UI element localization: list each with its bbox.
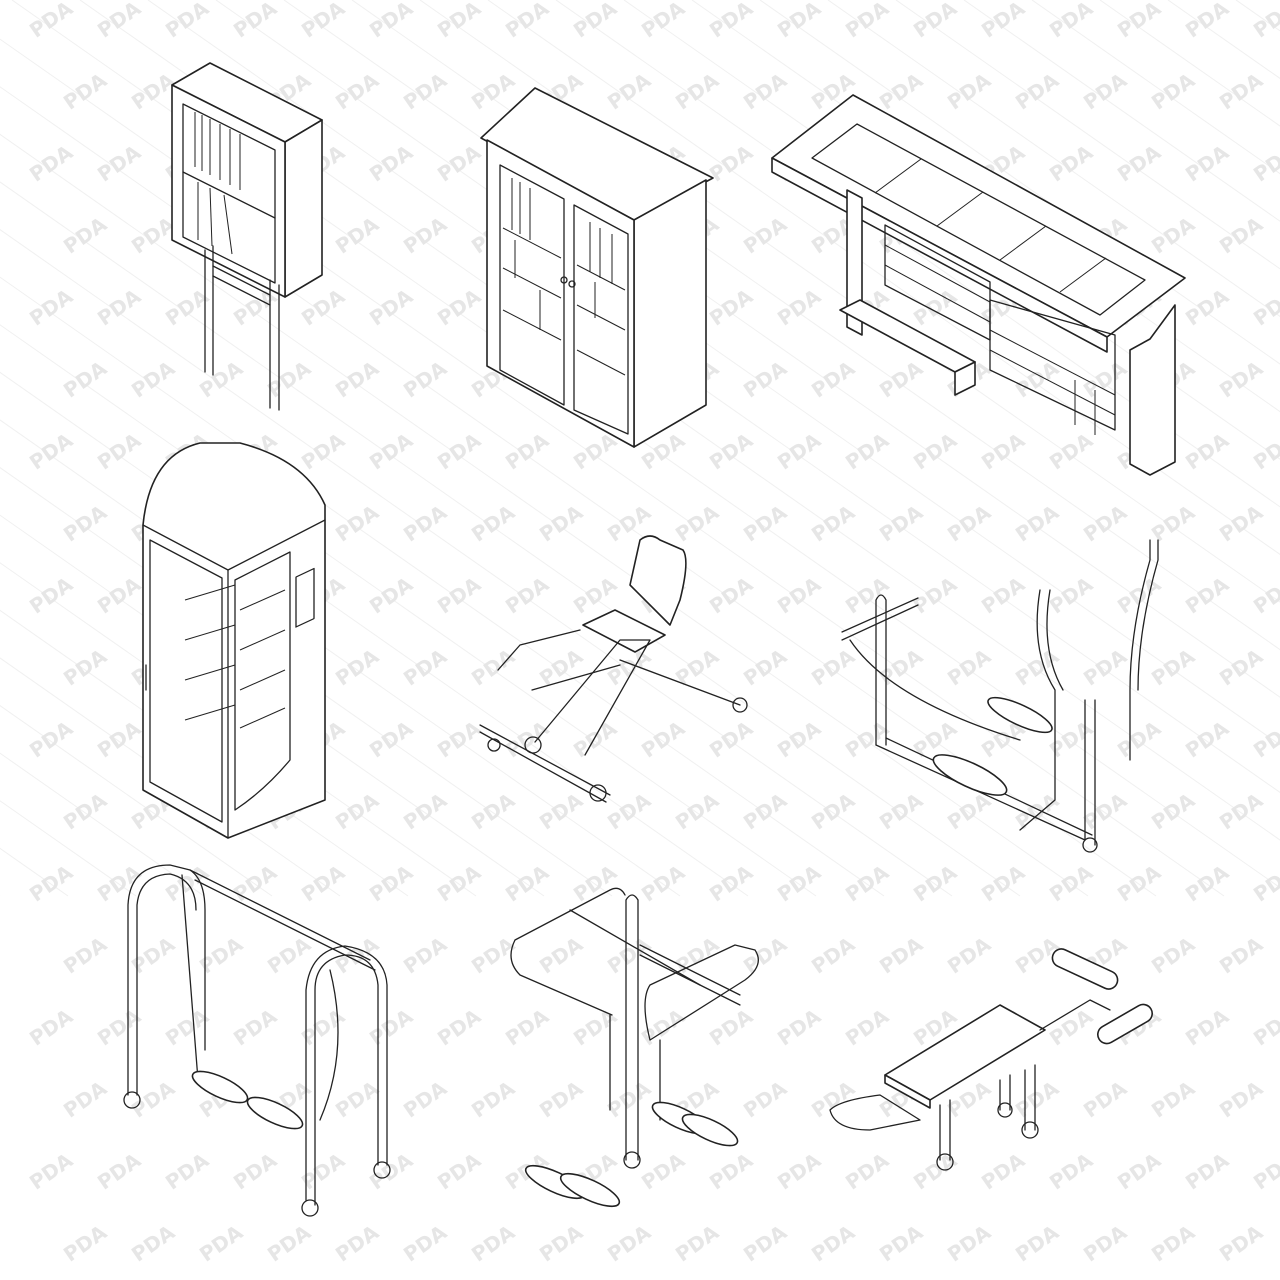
watermark-line [0,466,613,897]
watermark-line [0,371,749,897]
watermark-line [0,514,545,897]
book-cabinet-on-posts [171,62,323,411]
air-swing-walker [123,864,391,1217]
sit-up-bench [829,948,1153,1171]
watermark-line [1031,0,1280,175]
watermark-line [0,657,341,897]
phone-booth-library [142,442,326,839]
watermark-line [0,324,817,897]
watermark-line [555,0,1280,508]
watermark-line [895,0,1280,270]
watermark-line [0,181,1021,897]
watermark-line [759,0,1280,365]
watermark-line [0,38,1225,897]
seated-exercise-machine [479,535,748,803]
watermark-line [963,0,1280,222]
watermark-line [827,0,1280,318]
watermark-line [487,0,1280,556]
elliptical-walker [841,539,1159,853]
watermark-line [215,0,1280,746]
watermark-line [0,133,1089,897]
watermark-line [0,704,273,897]
canopy-book-shelter [771,94,1186,476]
watermark-line [147,0,1280,794]
double-door-bookcase [480,87,714,448]
watermark-line [0,419,681,897]
leg-exercise-station [510,887,759,1208]
watermark-line [0,228,953,897]
watermark-line [0,86,1157,897]
